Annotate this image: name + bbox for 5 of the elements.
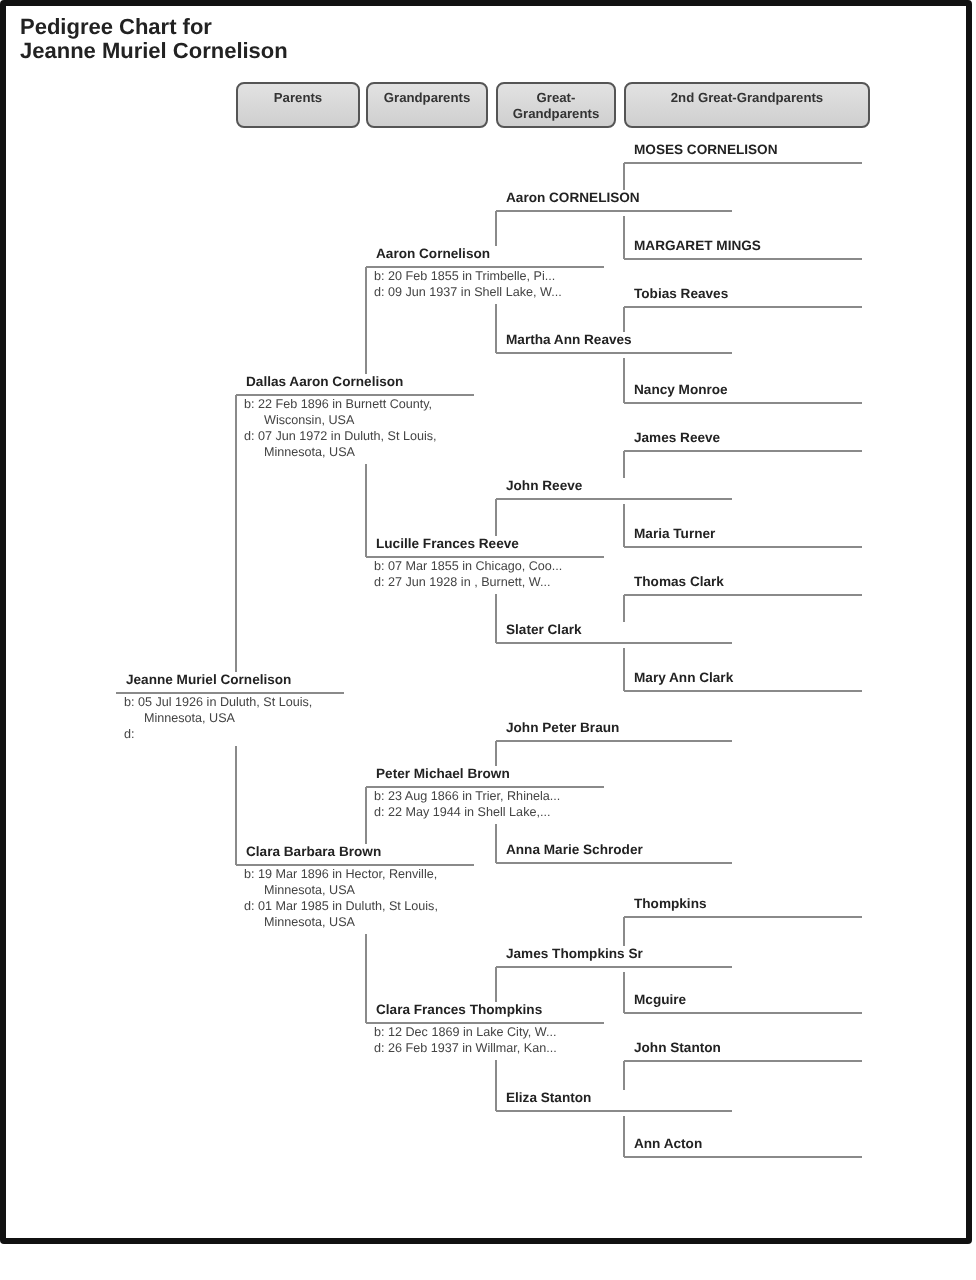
column-header-box (624, 82, 870, 128)
column-header-box (236, 82, 360, 128)
column-header-box (496, 82, 616, 128)
column-header-box (366, 82, 488, 128)
chart-title: Pedigree Chart for Jeanne Muriel Cornelison (20, 16, 290, 64)
